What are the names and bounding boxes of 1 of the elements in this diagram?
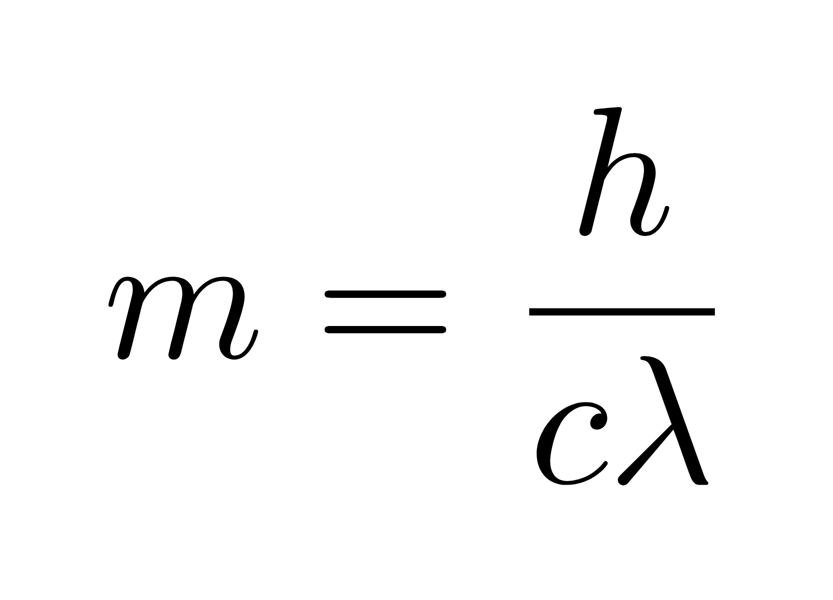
formula: $m=\frac{h}{c\lambda}$ bbox=[108, 107, 715, 486]
